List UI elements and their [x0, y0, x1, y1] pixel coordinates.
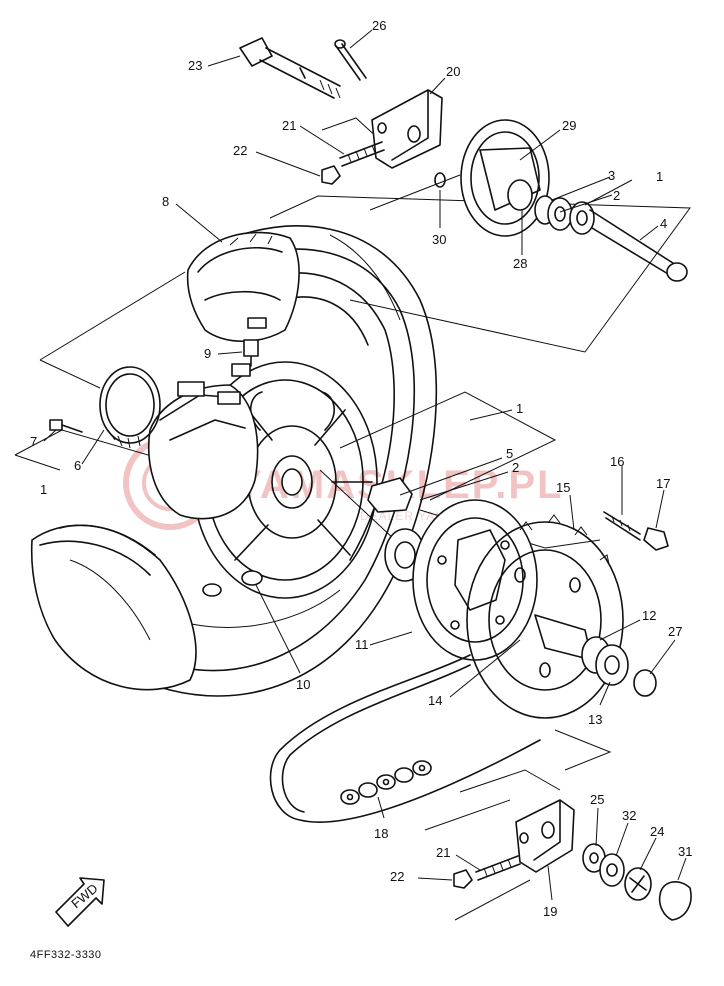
spacer [367, 477, 413, 513]
callout-3: 3 [608, 168, 615, 183]
chain-puller-upper [371, 89, 443, 169]
damper-blocks [202, 570, 263, 597]
callout-21-lower: 21 [436, 845, 450, 860]
callout-31: 31 [678, 844, 692, 859]
adjusting-bolt-lower [475, 855, 521, 881]
screw [49, 419, 83, 433]
callout-18: 18 [374, 826, 388, 841]
callout-24: 24 [650, 824, 664, 839]
callout-26: 26 [372, 18, 386, 33]
tire-section-lower [30, 524, 197, 691]
callout-15: 15 [556, 480, 570, 495]
callout-13: 13 [588, 712, 602, 727]
callout-labels: 26 23 20 21 22 29 3 1 2 4 30 28 8 9 7 6 … [30, 18, 692, 919]
callout-2-mid: 2 [512, 460, 519, 475]
axle-bolt [239, 37, 341, 99]
part-code: 4FF332-3330 [30, 949, 102, 961]
nut-lower [453, 869, 473, 889]
sprocket-collar [534, 614, 657, 697]
callout-1-top: 1 [656, 169, 663, 184]
nut-upper [321, 165, 341, 185]
callout-16: 16 [610, 454, 624, 469]
callout-2-top: 2 [613, 188, 620, 203]
callout-21-upper: 21 [282, 118, 296, 133]
callout-22-upper: 22 [233, 143, 247, 158]
stud-bolt [603, 511, 669, 551]
callout-27: 27 [668, 624, 682, 639]
callout-32: 32 [622, 808, 636, 823]
callout-19: 19 [543, 904, 557, 919]
ring-cover [99, 366, 161, 449]
callout-29: 29 [562, 118, 576, 133]
callout-5: 5 [506, 446, 513, 461]
callout-6: 6 [74, 458, 81, 473]
tire-section-upper [186, 231, 300, 343]
drive-chain [269, 654, 541, 823]
sprocket [466, 514, 624, 719]
callout-1-mid: 1 [516, 401, 523, 416]
callout-4: 4 [660, 216, 667, 231]
brake-hub [147, 363, 259, 520]
cotter-pin [334, 39, 367, 81]
valve [243, 339, 259, 367]
callout-14: 14 [428, 693, 442, 708]
callout-25: 25 [590, 792, 604, 807]
callout-17: 17 [656, 476, 670, 491]
sprocket-hub [412, 499, 538, 661]
callout-7: 7 [30, 434, 37, 449]
chain-links [340, 760, 432, 805]
callout-10: 10 [296, 677, 310, 692]
callout-30: 30 [432, 232, 446, 247]
o-ring [434, 172, 446, 188]
fwd-arrow-icon: FWD [55, 877, 105, 927]
brake-shoe-plate [460, 119, 550, 237]
callout-23: 23 [188, 58, 202, 73]
callout-1-left: 1 [40, 482, 47, 497]
callout-12: 12 [642, 608, 656, 623]
leader-lines [43, 29, 687, 901]
callout-22-lower: 22 [390, 869, 404, 884]
callout-28: 28 [513, 256, 527, 271]
callout-8: 8 [162, 194, 169, 209]
axle-assembly [534, 195, 688, 282]
axle-end-parts [582, 843, 692, 921]
chain-puller-lower [515, 799, 575, 873]
callout-11: 11 [355, 637, 369, 652]
adjusting-bolt-upper [339, 141, 385, 167]
callout-20: 20 [446, 64, 460, 79]
callout-9: 9 [204, 346, 211, 361]
